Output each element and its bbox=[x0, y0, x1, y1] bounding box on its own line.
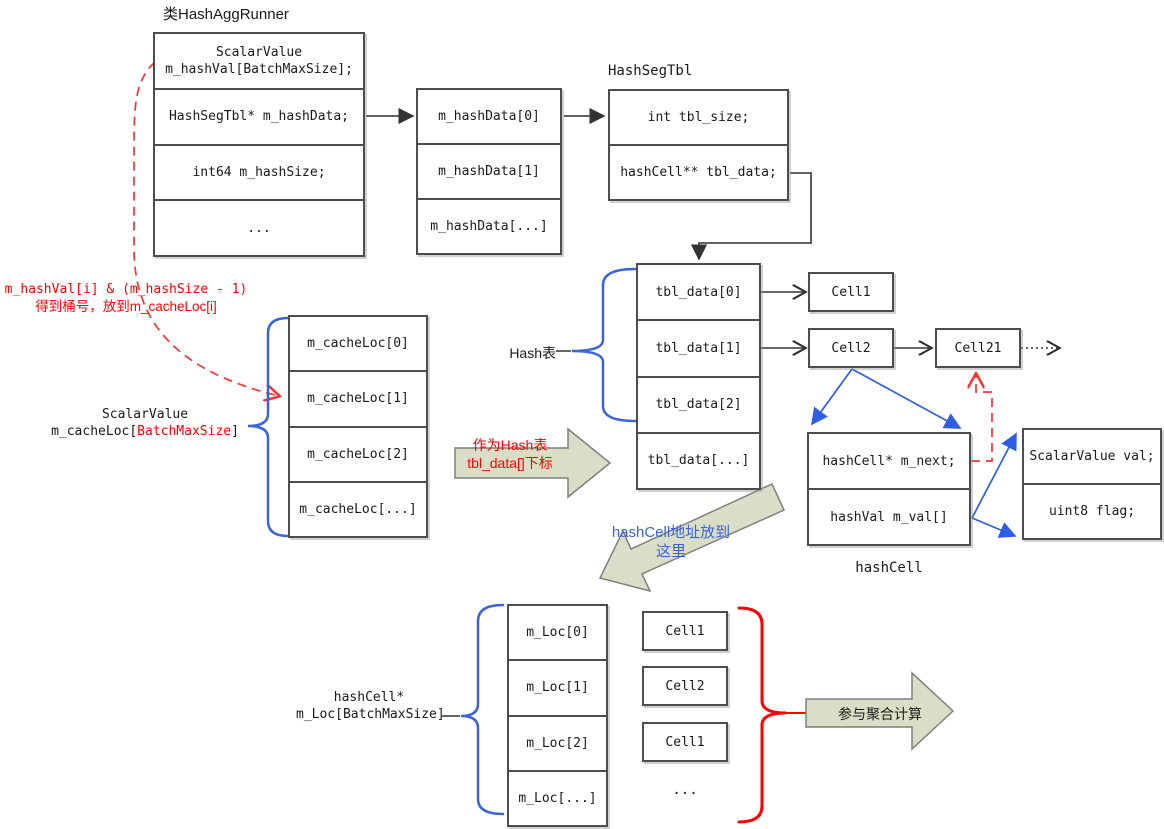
arrow-cell2-to-hashcell-right bbox=[851, 368, 962, 429]
blue-braces bbox=[247, 267, 637, 816]
addr-note-line1: hashCell地址放到 bbox=[611, 524, 731, 541]
mloc-label: hashCell* m_Loc[BatchMaxSize] bbox=[296, 689, 445, 723]
addr-note: hashCell地址放到 这里 bbox=[601, 523, 741, 561]
array-slot: m_Loc[2] bbox=[509, 714, 606, 770]
aggregate-note: 参与聚合计算 bbox=[838, 706, 922, 722]
cacheloc-label-line2: m_cacheLoc[BatchMaxSize] bbox=[51, 424, 239, 439]
struct-hashcell: hashCell* m_next; hashVal m_val[] bbox=[807, 432, 971, 546]
pointer-arrows-open bbox=[761, 292, 1059, 348]
diagram-title: 类HashAggRunner bbox=[163, 6, 289, 23]
arrow-hashval-to-cacheloc bbox=[133, 61, 279, 396]
brace-hashtable bbox=[571, 267, 637, 423]
array-m-cacheloc: m_cacheLoc[0] m_cacheLoc[1] m_cacheLoc[2… bbox=[288, 315, 428, 538]
arrow-mnext-to-cell21 bbox=[971, 374, 993, 462]
cacheloc-label: ScalarValue m_cacheLoc[BatchMaxSize] bbox=[42, 406, 248, 440]
as-index-line2: tbl_data[]下标 bbox=[467, 455, 553, 471]
batchmaxsize-highlight: BatchMaxSize bbox=[137, 424, 232, 439]
cell-node: Cell1 bbox=[808, 272, 894, 312]
arrow-mval-to-val bbox=[971, 432, 1017, 519]
arrow-tbldata-field-to-table bbox=[690, 172, 812, 261]
array-slot: m_cacheLoc[1] bbox=[290, 370, 426, 425]
field-m-next: hashCell* m_next; bbox=[822, 453, 956, 469]
blue-link-arrows bbox=[811, 368, 1017, 538]
arrow-mval-to-flag bbox=[971, 517, 1017, 538]
bucket-formula-line2: 得到桶号，放到m_cacheLoc[i] bbox=[35, 299, 217, 314]
as-index-line1: 作为Hash表 bbox=[472, 437, 548, 453]
red-brace-group bbox=[737, 606, 806, 824]
array-slot: m_cacheLoc[0] bbox=[307, 336, 409, 352]
array-m-loc: m_Loc[0] m_Loc[1] m_Loc[2] m_Loc[...] bbox=[507, 604, 608, 827]
bucket-formula-line1: m_hashVal[i] & (m_hashSize - 1) bbox=[4, 282, 248, 297]
array-slot: tbl_data[2] bbox=[638, 375, 759, 432]
array-slot: tbl_data[1] bbox=[638, 319, 759, 375]
field-ellipsis: ... bbox=[155, 199, 363, 255]
field-flag: uint8 flag; bbox=[1024, 483, 1160, 538]
array-slot: tbl_data[...] bbox=[638, 431, 759, 488]
as-index-note: 作为Hash表 tbl_data[]下标 bbox=[443, 436, 577, 472]
array-slot: tbl_data[0] bbox=[655, 284, 742, 300]
mloc-label-line1: hashCell* bbox=[333, 690, 405, 705]
cell-node: Cell1 bbox=[642, 722, 728, 762]
arrow-cell2-to-hashcell-left bbox=[811, 368, 853, 426]
struct-hashsegtbl: int tbl_size; hashCell** tbl_data; bbox=[608, 89, 789, 201]
block-arrow-as-index bbox=[454, 427, 612, 499]
array-slot: m_Loc[...] bbox=[509, 769, 606, 825]
array-slot: m_cacheLoc[...] bbox=[290, 480, 426, 536]
field-tbl-data: hashCell** tbl_data; bbox=[610, 144, 787, 199]
struct-hash-agg-runner: ScalarValue m_hashVal[BatchMaxSize]; Has… bbox=[153, 32, 365, 257]
block-arrow-addr bbox=[598, 483, 785, 593]
array-m-hashdata: m_hashData[0] m_hashData[1] m_hashData[.… bbox=[416, 88, 562, 255]
array-tbl-data: tbl_data[0] tbl_data[1] tbl_data[2] tbl_… bbox=[636, 263, 761, 490]
hashcell-caption: hashCell bbox=[855, 560, 923, 576]
cell-node: Cell2 bbox=[642, 666, 728, 706]
hashsegtbl-title: HashSegTbl bbox=[608, 63, 693, 79]
array-slot: m_Loc[0] bbox=[526, 625, 589, 641]
red-dashed-arrows bbox=[133, 61, 993, 462]
cell-node: Cell1 bbox=[642, 611, 728, 651]
field-m-hashsize: int64 m_hashSize; bbox=[155, 143, 363, 200]
field-m-hashval: ScalarValue m_hashVal[BatchMaxSize]; bbox=[165, 44, 353, 77]
cell-list-ellipsis: ... bbox=[672, 782, 698, 798]
pointer-arrows-black bbox=[366, 107, 812, 261]
mloc-label-line2: m_Loc[BatchMaxSize] bbox=[296, 707, 445, 722]
array-slot: m_hashData[...] bbox=[418, 198, 560, 253]
label-connectors bbox=[442, 350, 571, 717]
cacheloc-label-line1: ScalarValue bbox=[101, 407, 189, 422]
array-slot: m_Loc[1] bbox=[509, 659, 606, 714]
addr-note-line2: 这里 bbox=[655, 543, 686, 560]
block-arrows bbox=[454, 427, 955, 751]
brace-mloc bbox=[460, 603, 505, 816]
array-slot: m_hashData[1] bbox=[418, 143, 560, 198]
struct-val-flag: ScalarValue val; uint8 flag; bbox=[1022, 428, 1162, 540]
block-arrow-aggregate bbox=[805, 671, 955, 751]
field-m-hashdata: HashSegTbl* m_hashData; bbox=[155, 87, 363, 144]
field-tbl-size: int tbl_size; bbox=[647, 110, 750, 125]
brace-cacheloc bbox=[247, 316, 290, 538]
bucket-formula-note: m_hashVal[i] & (m_hashSize - 1) 得到桶号，放到m… bbox=[0, 281, 252, 315]
cell-node: Cell2 bbox=[808, 328, 894, 368]
field-m-val: hashVal m_val[] bbox=[809, 488, 969, 544]
brace-aggregate bbox=[737, 606, 787, 824]
array-slot: m_cacheLoc[2] bbox=[290, 425, 426, 481]
field-val: ScalarValue val; bbox=[1029, 449, 1155, 464]
cell-node: Cell21 bbox=[935, 328, 1021, 368]
array-slot: m_hashData[0] bbox=[438, 109, 540, 124]
hash-table-label: Hash表 bbox=[509, 345, 556, 361]
